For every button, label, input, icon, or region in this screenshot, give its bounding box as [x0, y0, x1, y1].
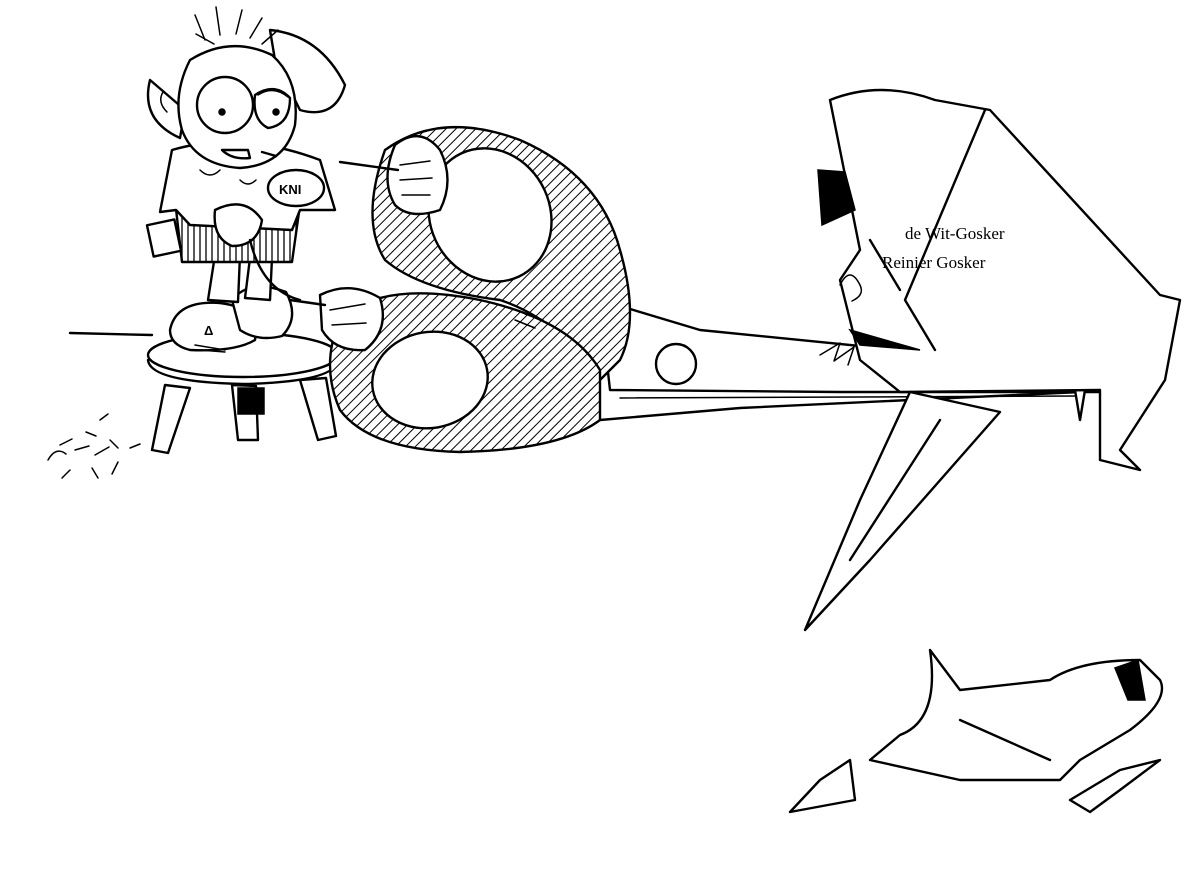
scroll-paper: de Wit-Gosker Reinier Gosker — [817, 88, 1182, 472]
scroll-label-line-1: de Wit-Gosker — [905, 224, 1005, 243]
shirt-badge: KNI — [279, 182, 301, 197]
paper-scraps — [47, 413, 141, 479]
cut-scroll-pieces — [788, 648, 1164, 814]
stool — [146, 331, 340, 455]
shoe-mark: Δ — [204, 323, 213, 338]
character-shoes: Δ — [168, 285, 294, 353]
character-hands — [288, 135, 449, 352]
character-head — [146, 6, 347, 170]
paper-shard — [803, 390, 1002, 632]
scroll-label-line-2: Reinier Gosker — [882, 253, 986, 272]
